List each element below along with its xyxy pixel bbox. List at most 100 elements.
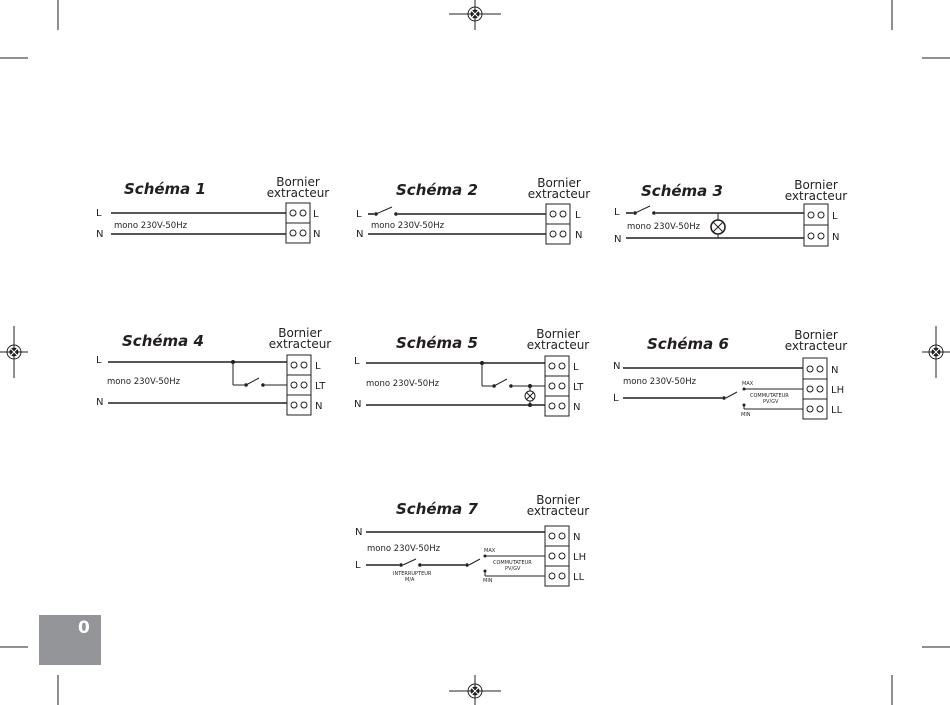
line-label: L [355,560,361,571]
supply-label: mono 230V-50Hz [627,222,701,232]
terminal-label: LL [573,572,585,583]
line-label: N [96,397,103,408]
commutator-switch [722,387,803,410]
schema-3: Schéma 3 Bornier extracteur L N mono 230… [614,178,848,247]
terminal-block [544,355,570,417]
line-label: L [613,393,619,404]
schema-1: Schéma 1 Bornier extracteur L N mono 230… [96,175,330,244]
max-label: MAX [742,381,754,387]
registration-mark-right [922,326,950,378]
commutator-label: PV/GV [505,566,521,572]
terminal-label: L [573,362,579,373]
line-label: N [356,229,363,240]
terminal-block [802,357,828,420]
header-line-1: Bornier [794,178,838,192]
line-label: N [354,399,361,410]
terminal-label: N [573,402,580,413]
lamp-symbol [710,219,726,235]
schema-6: Schéma 6 Bornier extracteur N L mono 230… [613,328,848,420]
schema-title: Schéma 7 [396,500,479,518]
schema-title: Schéma 3 [641,182,723,200]
header-line-2: extracteur [267,186,330,200]
terminal-block [545,203,571,245]
supply-label: mono 230V-50Hz [366,379,440,389]
header-line-2: extracteur [527,338,590,352]
interrupter-label: M/A [405,577,415,583]
terminal-label: L [575,210,581,221]
schema-2: Schéma 2 Bornier extracteur L N mono 230… [356,176,591,245]
line-label: L [614,207,620,218]
terminal-label: LT [573,382,584,393]
commutator-label: COMMUTATEUR [493,560,532,566]
terminal-label: N [315,401,322,412]
supply-label: mono 230V-50Hz [623,377,697,387]
terminal-label: L [315,361,321,372]
header-line-2: extracteur [528,187,591,201]
header-line-1: Bornier [536,327,580,341]
interrupter-label: INTERRUPTEUR [393,571,432,577]
terminal-block [544,525,570,587]
schema-title: Schéma 4 [122,332,204,350]
schema-title: Schéma 2 [396,181,478,199]
line-label: L [356,209,362,220]
schema-5: Schéma 5 Bornier extracteur L N mono 230… [354,327,590,417]
registration-mark-left [0,326,28,378]
header-line-2: extracteur [785,189,848,203]
schema-4: Schéma 4 Bornier extracteur L N mono 230… [96,326,332,416]
terminal-label: N [573,532,580,543]
header-line-1: Bornier [537,176,581,190]
header-line-1: Bornier [276,175,320,189]
switch-symbol [244,377,265,387]
terminal-label: LL [831,405,843,416]
commutator-label: COMMUTATEUR [750,393,789,399]
line-label: N [96,229,103,240]
switch-symbol [374,206,398,216]
supply-label: mono 230V-50Hz [367,544,441,554]
terminal-label: LH [831,385,844,396]
header-line-2: extracteur [527,504,590,518]
terminal-block [803,203,829,247]
line-label: N [614,234,621,245]
terminal-label: L [313,209,319,220]
registration-mark-top [449,0,501,30]
page-number: 0 [78,618,90,638]
terminal-block [285,202,311,244]
schema-title: Schéma 5 [396,334,478,352]
supply-label: mono 230V-50Hz [107,377,181,387]
terminal-label: LH [573,552,586,563]
interrupter-switch [399,558,422,567]
schema-7: Schéma 7 Bornier extracteur N L mono 230… [355,493,590,587]
terminal-label: N [575,230,582,241]
line-label: N [355,527,362,538]
lamp-symbol [524,390,536,402]
line-label: L [96,208,102,219]
header-line-2: extracteur [785,339,848,353]
line-label: N [613,361,620,372]
supply-label: mono 230V-50Hz [371,221,445,231]
switch-symbol [492,378,513,388]
commutator-label: PV/GV [763,399,779,405]
header-line-1: Bornier [536,493,580,507]
terminal-label: N [831,365,838,376]
registration-mark-bottom [449,675,501,705]
schema-title: Schéma 6 [647,335,729,353]
terminal-block [286,354,312,416]
max-label: MAX [484,548,496,554]
page-number-tab [39,615,101,665]
terminal-label: N [832,232,839,243]
line-label: L [96,355,102,366]
supply-label: mono 230V-50Hz [114,221,188,231]
header-line-1: Bornier [278,326,322,340]
header-line-2: extracteur [269,337,332,351]
min-label: MIN [741,412,751,418]
header-line-1: Bornier [794,328,838,342]
terminal-label: L [832,211,838,222]
terminal-label: LT [315,381,326,392]
terminal-label: N [313,229,320,240]
min-label: MIN [483,578,493,584]
line-label: L [354,356,360,367]
switch-symbol [633,205,656,215]
schema-title: Schéma 1 [124,180,206,198]
